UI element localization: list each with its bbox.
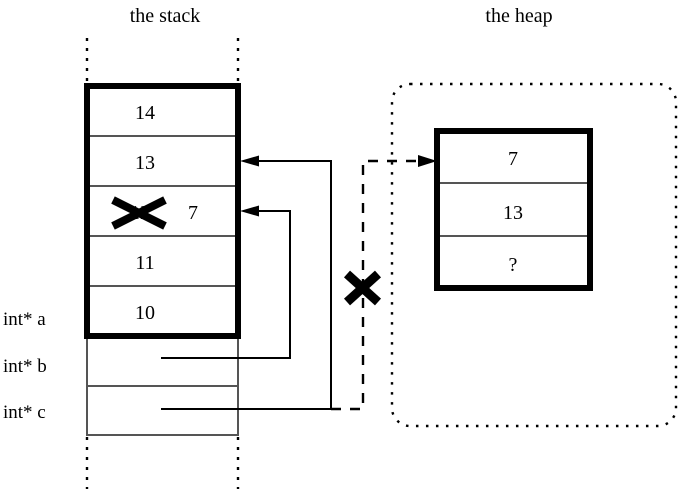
stack-cell-value-4: 10: [135, 302, 155, 324]
heap-cell-value-1: 13: [503, 202, 523, 224]
overwritten-value-x-icon: [111, 196, 167, 230]
pointer-arrowhead-b: [240, 205, 259, 217]
pointer-arrow-b: [161, 205, 291, 359]
pointer-arrow-c: [161, 155, 332, 410]
stack-cell-value-2-new: 7: [188, 202, 198, 224]
stack-cell-value-0: 14: [135, 102, 155, 124]
heap-title: the heap: [485, 5, 552, 27]
var-label-b: int* b: [3, 356, 47, 377]
stack-title: the stack: [130, 5, 201, 27]
var-label-c: int* c: [3, 402, 46, 423]
invalid-pointer-x-icon: [343, 270, 382, 306]
var-label-a: int* a: [3, 309, 46, 330]
stack-cell-value-1: 13: [135, 152, 155, 174]
heap-cell-value-0: 7: [508, 148, 518, 170]
heap-block: [434, 128, 593, 291]
stack-cell-value-3: 11: [135, 252, 154, 274]
stale-pointer-dashed-path: [331, 155, 437, 411]
heap-cell-value-2: ?: [509, 254, 518, 276]
pointer-arrowhead-c: [240, 155, 259, 167]
stack-slot-b: [86, 336, 239, 387]
stale-pointer-arrowhead: [418, 155, 437, 167]
stack-slot-c: [86, 385, 239, 436]
stack-frame-box: [84, 83, 241, 339]
